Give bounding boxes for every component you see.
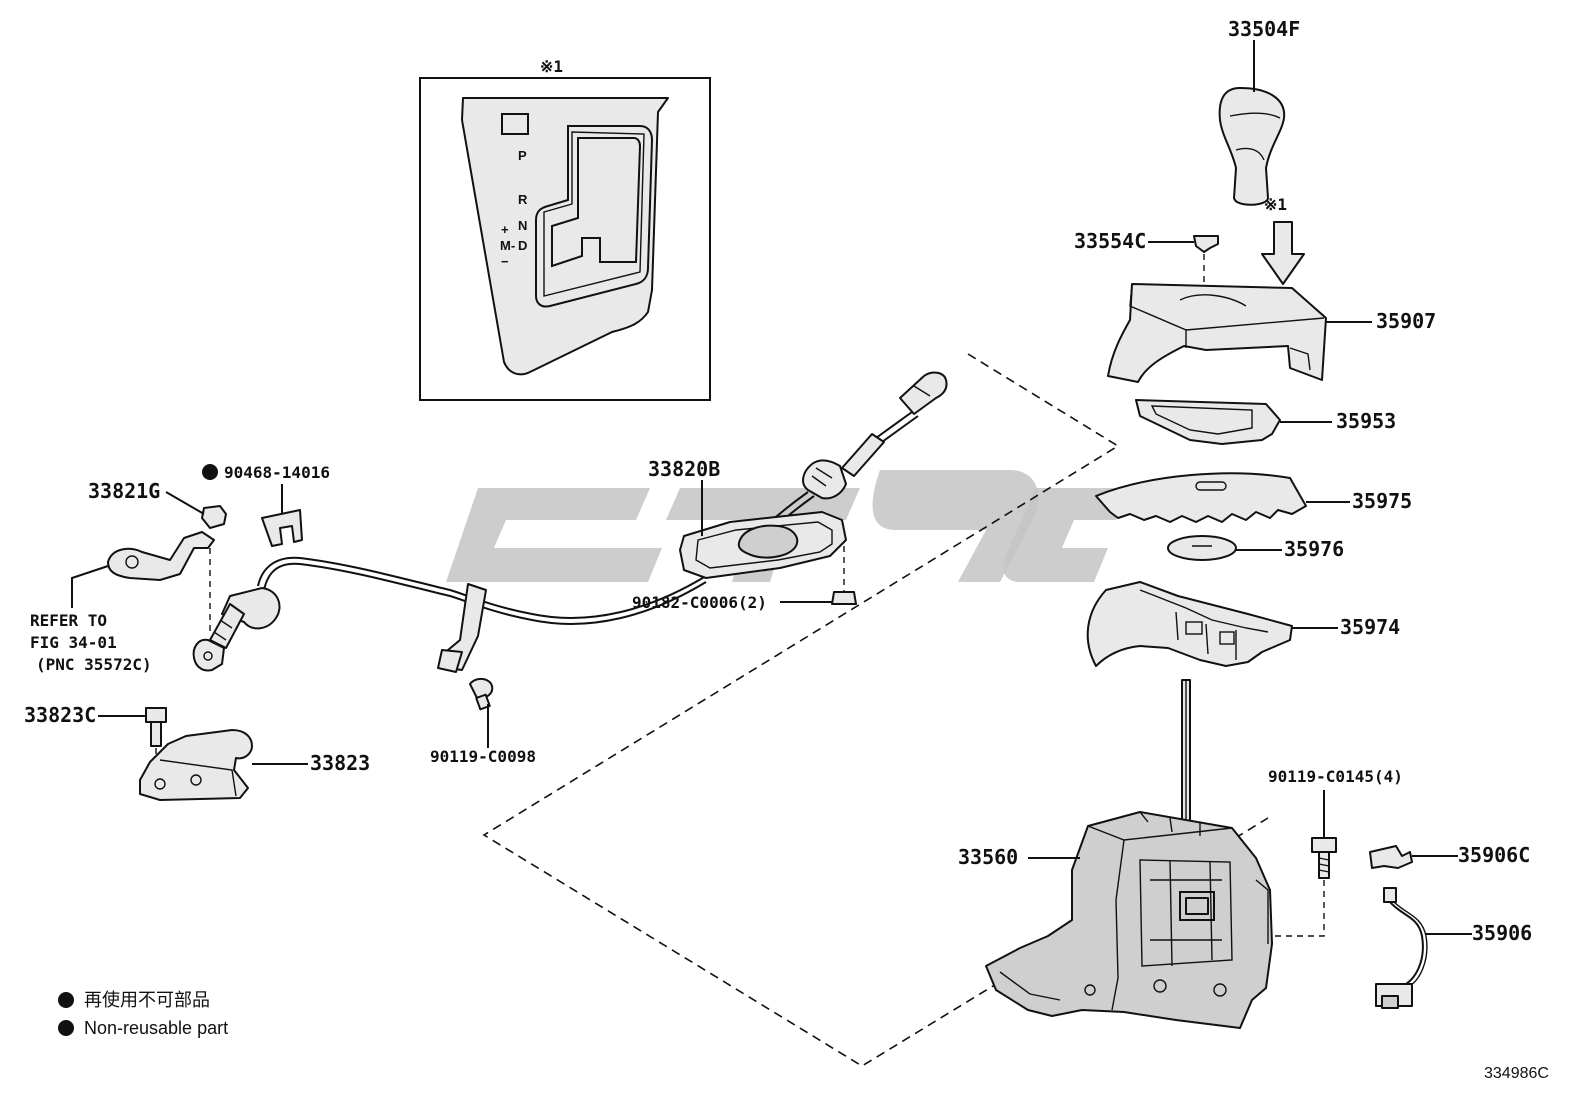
label-33554C: 33554C (1074, 229, 1146, 253)
gate-letter-n: N (518, 218, 527, 233)
bolt-90119-c0098 (469, 678, 494, 711)
cable-bracket (437, 583, 487, 673)
gate-letter-d: D (518, 238, 527, 253)
clip-33554c (1193, 235, 1219, 253)
gate-manual: M- (500, 238, 515, 253)
label-90468-14016: 90468-14016 (224, 463, 330, 482)
indicator-lamp-icon (501, 113, 529, 135)
label-33504F: 33504F (1228, 17, 1300, 41)
legend-en: Non-reusable part (84, 1018, 228, 1038)
diagram-code: 334986C (1484, 1065, 1549, 1082)
label-33823: 33823 (310, 751, 370, 775)
label-33560: 33560 (958, 845, 1018, 869)
nut-90182 (831, 591, 857, 605)
inset-marker: ※1 (540, 57, 563, 76)
slide-cover (1095, 472, 1307, 523)
refer-line-3: (PNC 35572C) (36, 655, 152, 674)
clip-90468 (261, 509, 303, 547)
legend-dot-icon-jp (58, 992, 74, 1008)
label-35974: 35974 (1340, 615, 1400, 639)
refer-line-2: FIG 34-01 (30, 633, 117, 652)
gate-plus: + (501, 222, 509, 237)
cable-base-plate (679, 511, 847, 579)
non-reusable-dot-icon (202, 464, 218, 480)
gate-letter-p: P (518, 148, 527, 163)
shift-lever-assembly (985, 679, 1273, 1029)
watermark-logo (446, 470, 1130, 582)
label-90182-C0006: 90182-C0006(2) (632, 593, 767, 612)
bolt-90119-c0145 (1311, 837, 1337, 879)
shift-lever-housing-upper (1086, 581, 1293, 667)
bolt-33823c (145, 707, 167, 747)
legend-jp: 再使用不可部品 (84, 990, 210, 1010)
refer-line-1: REFER TO (30, 611, 107, 630)
label-33820B: 33820B (648, 457, 720, 481)
inset-frame (419, 77, 711, 401)
down-arrow-icon (1261, 221, 1305, 285)
wire-harness-35906 (1375, 887, 1428, 1009)
label-90119-C0098: 90119-C0098 (430, 747, 536, 766)
gate-slot-outer (535, 125, 654, 308)
legend: 再使用不可部品 Non-reusable part (58, 990, 228, 1038)
shift-indicator-panel (461, 97, 669, 376)
gate-minus: − (501, 254, 509, 269)
clip-35906c (1369, 845, 1413, 869)
label-33823C: 33823C (24, 703, 96, 727)
legend-dot-icon-en (58, 1020, 74, 1036)
label-90119-C0145: 90119-C0145(4) (1268, 767, 1403, 786)
knob-marker: ※1 (1264, 195, 1287, 214)
label-35953: 35953 (1336, 409, 1396, 433)
label-35906: 35906 (1472, 921, 1532, 945)
label-35975: 35975 (1352, 489, 1412, 513)
label-35906C: 35906C (1458, 843, 1530, 867)
console-bezel (1107, 283, 1327, 383)
gate-letter-r: R (518, 192, 528, 207)
shift-knob (1218, 87, 1286, 206)
indicator-plate (1135, 399, 1281, 445)
shift-gate-inset: ※1 P R N D + M- − (419, 57, 711, 401)
gate-slot-inner (551, 137, 642, 268)
label-33821G: 33821G (88, 479, 160, 503)
transmission-lever (107, 531, 215, 581)
shift-cable (192, 371, 948, 672)
cover-disc (1167, 535, 1237, 561)
label-35976: 35976 (1284, 537, 1344, 561)
retainer-33821g (201, 505, 227, 529)
label-35907: 35907 (1376, 309, 1436, 333)
cable-mount-bracket (139, 729, 253, 801)
